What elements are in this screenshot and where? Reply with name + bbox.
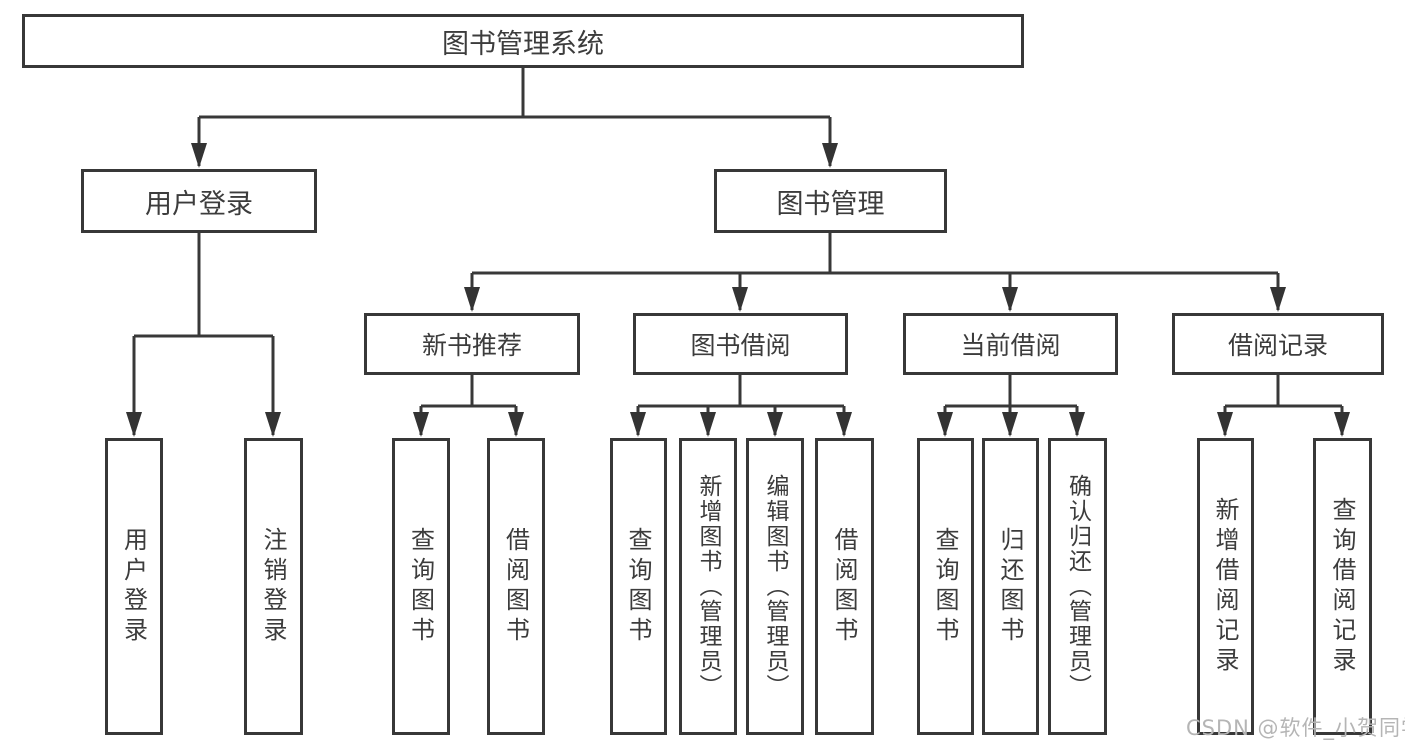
node-label: 图书借阅 [690,331,791,360]
leaf-label: 确认归还（管理员） [1064,474,1091,699]
leaf-borrow-edit-books-admin: 编辑图书（管理员） [746,438,804,735]
leaf-current-query-books: 查询图书 [917,438,974,735]
leaf-label: 注销登录 [259,526,287,647]
arrowheads [126,143,1350,437]
node-new-book-recommend: 新书推荐 [364,313,580,375]
node-user-login: 用户登录 [81,169,317,233]
node-label: 用户登录 [145,188,253,220]
leaf-recommend-query-books: 查询图书 [392,438,450,735]
node-book-management: 图书管理 [714,169,947,233]
leaf-records-query-borrow-record: 查询借阅记录 [1313,438,1372,735]
leaf-current-return-books: 归还图书 [982,438,1039,735]
leaf-logout: 注销登录 [244,438,303,735]
leaf-label: 编辑图书（管理员） [762,474,788,699]
leaf-current-confirm-return-admin: 确认归还（管理员） [1048,438,1107,735]
leaf-label: 归还图书 [996,526,1024,647]
node-label: 当前借阅 [960,331,1061,360]
leaf-label: 查询图书 [931,526,959,647]
leaf-label: 用户登录 [119,526,148,647]
node-label: 图书管理系统 [442,28,604,60]
leaf-label: 新增图书（管理员） [695,474,721,699]
connector-paths [132,67,1344,435]
leaf-label: 借阅图书 [830,526,858,647]
node-current-borrow: 当前借阅 [903,313,1118,375]
leaf-records-add-borrow-record: 新增借阅记录 [1197,438,1254,735]
leaf-borrow-borrow-books: 借阅图书 [815,438,874,735]
node-library-management-system: 图书管理系统 [22,14,1024,68]
node-label: 新书推荐 [421,331,522,360]
leaf-label: 借阅图书 [501,526,530,647]
watermark: CSDN @软件_小贺同学 [1186,716,1405,740]
leaf-label: 新增借阅记录 [1211,496,1239,677]
node-borrow-records: 借阅记录 [1172,313,1384,375]
node-label: 图书管理 [776,188,885,220]
node-book-borrow: 图书借阅 [633,313,848,375]
node-label: 借阅记录 [1227,331,1328,360]
leaf-label: 查询图书 [406,526,435,647]
leaf-borrow-add-books-admin: 新增图书（管理员） [679,438,737,735]
leaf-user-login: 用户登录 [105,438,163,735]
leaf-label: 查询图书 [624,526,652,647]
leaf-borrow-query-books: 查询图书 [610,438,667,735]
leaf-label: 查询借阅记录 [1328,496,1356,677]
leaf-recommend-borrow-books: 借阅图书 [487,438,545,735]
